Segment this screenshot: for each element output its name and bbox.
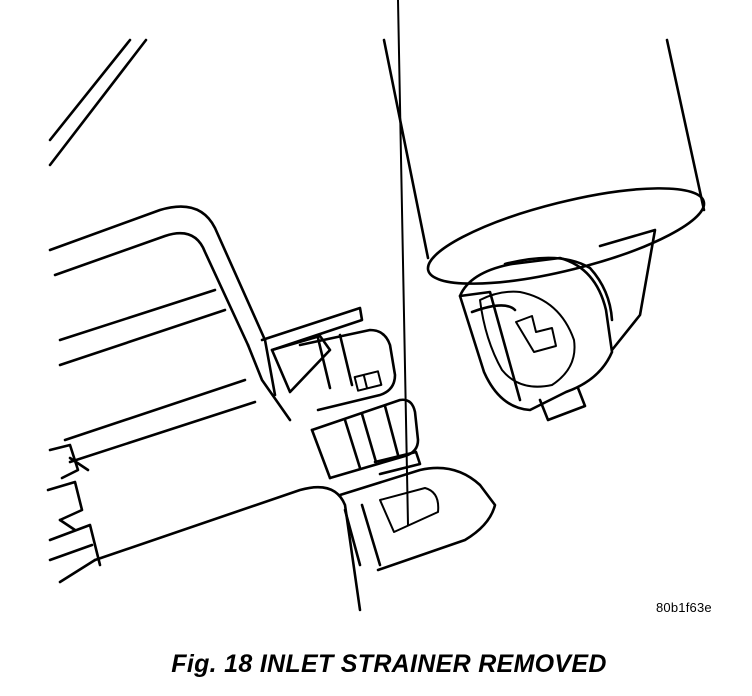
- outlet-fitting: [260, 0, 497, 572]
- figure-caption: Fig. 18 INLET STRAINER REMOVED: [171, 650, 607, 678]
- figure-reference-code: 80b1f63e: [656, 600, 712, 615]
- background-rails: [48, 38, 148, 167]
- inlet-strainer: [382, 38, 706, 422]
- pump-module-housing: [46, 205, 362, 612]
